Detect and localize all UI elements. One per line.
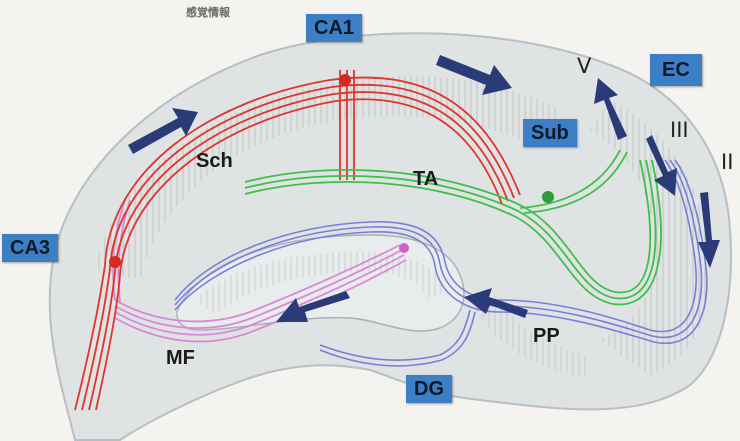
layer-label-iii: III bbox=[670, 118, 689, 142]
ca3-cell-bodies bbox=[109, 256, 121, 268]
region-label-ca3: CA3 bbox=[2, 234, 58, 262]
region-label-ec: EC bbox=[650, 54, 702, 86]
sub-cell-bodies bbox=[542, 191, 554, 203]
pathway-label-sch: Sch bbox=[196, 150, 233, 173]
region-label-dg: DG bbox=[406, 375, 452, 403]
caption-sensory-info: 感覚情報 bbox=[186, 4, 230, 20]
region-label-ca1: CA1 bbox=[306, 14, 362, 42]
layer-label-v: V bbox=[577, 54, 591, 78]
ca1-cell-bodies bbox=[339, 74, 351, 86]
mossy-terminal-dot bbox=[399, 243, 409, 253]
pathway-label-ta: TA bbox=[413, 168, 438, 191]
region-label-sub: Sub bbox=[523, 119, 577, 147]
pathway-label-mf: MF bbox=[166, 347, 195, 370]
pathway-label-pp: PP bbox=[533, 325, 560, 348]
layer-label-ii: II bbox=[721, 150, 733, 174]
